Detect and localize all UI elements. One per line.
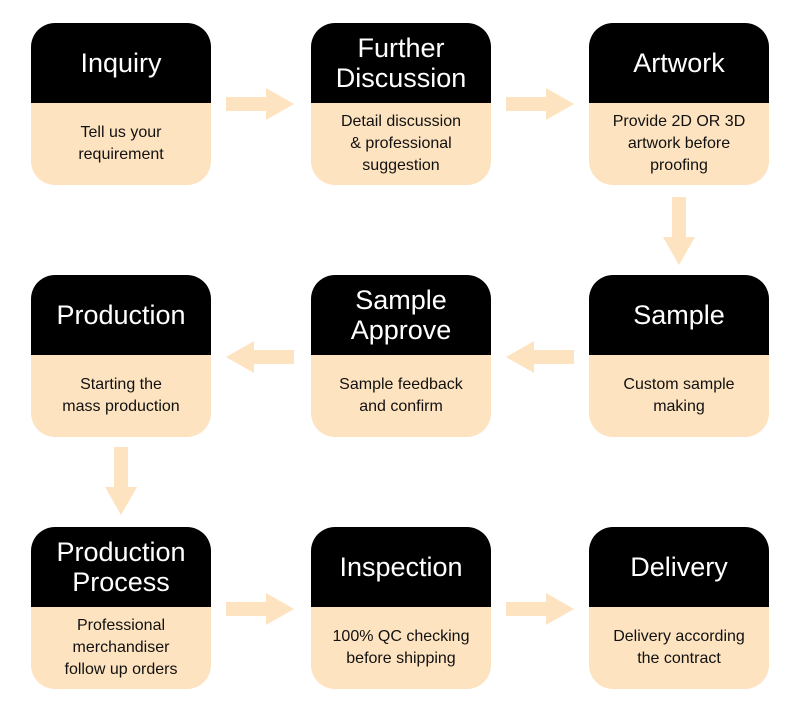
arrow-down-icon [105,447,137,515]
step-description: Sample feedback and confirm [339,376,463,415]
step-description: Professional merchandiser follow up orde… [64,617,178,678]
step-inspection: Inspection 100% QC checking before shipp… [311,527,491,689]
arrow-right-icon [506,593,574,625]
step-title: Delivery [589,527,769,607]
step-title: Sample [589,275,769,355]
step-description: Detail discussion & professional suggest… [340,113,462,174]
step-title: Further Discussion [311,23,491,103]
step-title: Production [31,275,211,355]
step-delivery: Delivery Delivery according the contract [589,527,769,689]
arrow-down-icon [663,197,695,265]
arrow-right-icon [226,593,294,625]
arrow-left-icon [506,341,574,373]
arrow-left-icon [226,341,294,373]
step-production: Production Starting the mass production [31,275,211,437]
step-description: Provide 2D OR 3D artwork before proofing [612,113,746,174]
arrow-right-icon [506,88,574,120]
arrow-right-icon [226,88,294,120]
step-description: Delivery according the contract [613,628,745,667]
step-description: Custom sample making [623,376,735,415]
step-description: Starting the mass production [62,376,180,415]
step-further-discussion: Further Discussion Detail discussion & p… [311,23,491,185]
step-title: Sample Approve [311,275,491,355]
step-description: Tell us your requirement [78,124,164,163]
step-artwork: Artwork Provide 2D OR 3D artwork before … [589,23,769,185]
step-inquiry: Inquiry Tell us your requirement [31,23,211,185]
step-sample-approve: Sample Approve Sample feedback and confi… [311,275,491,437]
step-description: 100% QC checking before shipping [332,628,470,667]
step-title: Inspection [311,527,491,607]
step-title: Production Process [31,527,211,607]
step-production-process: Production Process Professional merchand… [31,527,211,689]
step-title: Artwork [589,23,769,103]
step-sample: Sample Custom sample making [589,275,769,437]
step-title: Inquiry [31,23,211,103]
